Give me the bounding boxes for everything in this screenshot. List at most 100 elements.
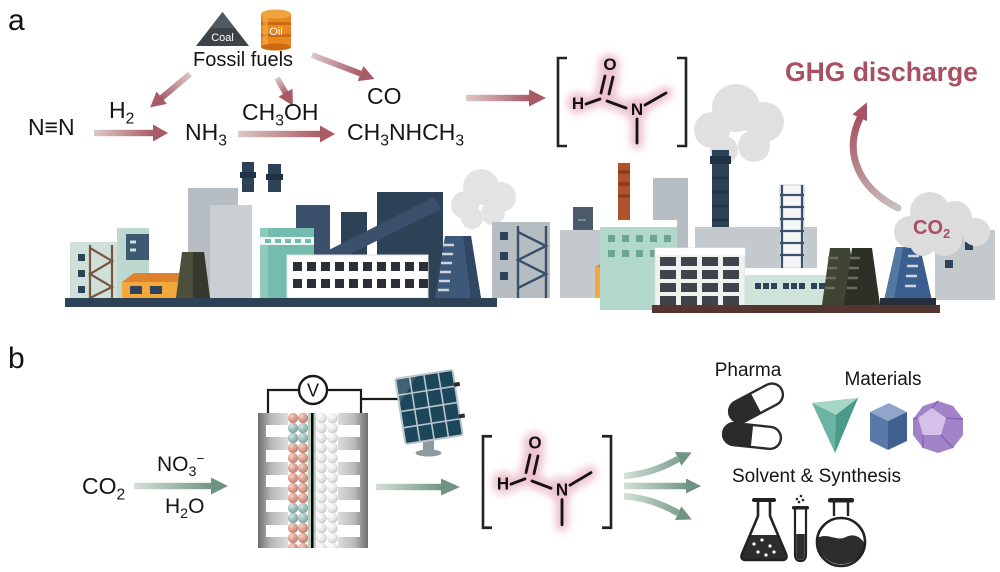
formula-nh3-sub: 3 [218,132,227,150]
cooling-tower-olive-left [176,252,210,298]
scaffold-tower [779,184,805,269]
branch-arrow-top [623,456,680,480]
panel-a-label: a [8,4,25,37]
formula-h2-sub: 2 [125,110,135,128]
chimney-navy-left [240,162,283,192]
dmf-molecule-a: H O N [556,54,688,150]
ghg-curved-arrow [849,102,902,212]
electrolyzer-cell [258,413,368,548]
arrow-n2-nh3 [94,124,168,142]
capsule-icon [721,421,783,451]
arrow-to-molecule-a [466,89,546,107]
arrow-cell-molecule [376,478,460,496]
test-tube-icon [792,494,809,563]
voltmeter-label: V [307,381,319,401]
branch-arrows [623,452,701,520]
branch-arrow-bottom [623,492,680,516]
ground-bar-right [652,305,940,313]
smoke-cloud-large [694,84,784,164]
electrode-right-channels [338,425,360,537]
atom-n: N [556,479,568,499]
solvent-synthesis-label: Solvent & Synthesis [732,466,901,487]
membrane-highlight [311,413,314,548]
pharma-capsules-icon [721,382,785,451]
erlenmeyer-flask-icon [740,498,788,562]
oil-barrel-icon: Oil [261,9,291,51]
coal-label: Coal [211,32,234,44]
building-truss-gray [492,222,550,298]
tetrahedron-icon [812,398,858,453]
bracket-right [602,434,613,530]
materials-shapes [812,398,964,453]
bracket-left [556,56,567,148]
formula-nh3: NH3 [185,119,227,151]
building-yellow [122,273,190,298]
h2o-b: O [188,495,205,518]
co2-sub: 2 [943,226,950,241]
molecule-bonds [509,453,593,527]
panel-b-label: b [8,342,25,375]
arrow-co2-cell [134,477,228,495]
oil-label: Oil [269,26,282,38]
chimney-brick [618,163,630,223]
formula-h2: H2 [109,97,134,129]
dmf-molecule-b: H O N [481,432,613,532]
wire-left [266,388,299,413]
ground-bar-left [65,298,497,307]
molecule-bonds [584,74,668,145]
building-gray-left [188,188,252,298]
arrow-to-ch3oh [274,76,293,106]
formula-nh3-base: NH [185,119,219,145]
co2-cloud-text: CO2 [913,217,950,241]
formula-dma-a-sub: 3 [380,132,389,150]
no3-sub: 3 [188,464,197,481]
catalyst-spheres-teal-top [288,423,308,443]
cube-icon [870,403,907,450]
co2-cloud: CO2 [894,192,990,256]
pharma-label: Pharma [714,360,782,381]
cooling-towers-olive-right [822,248,880,305]
coal-icon: Coal [196,12,249,46]
materials-label: Materials [844,369,922,390]
formula-dma-a: CH [347,119,381,145]
factory-illustration [65,84,995,313]
formula-co: CO [367,83,402,109]
arrow-to-h2 [150,71,192,108]
formula-ch3oh-b: OH [283,99,319,125]
atom-h: H [497,473,509,493]
electrolyzer-apparatus: V [258,369,466,548]
wire-right [327,388,363,413]
formula-dma-b: NHCH [388,119,456,145]
anode-spheres-gray [316,413,338,548]
formula-h2-base: H [109,97,126,123]
electrode-left-channels [266,425,288,537]
formula-ch3oh: CH3OH [242,99,318,131]
capsule-icon [727,382,785,424]
catalyst-spheres-teal-bottom [288,503,308,523]
co2-b-base: CO [82,473,117,499]
ghg-discharge-label: GHG discharge [785,57,978,87]
no3-base: NO [157,453,189,476]
no3-sup: − [196,451,205,466]
building-white-grid [286,254,429,299]
formula-ch3oh-a: CH [242,99,276,125]
warehouse-white-grid [654,247,746,311]
atom-o: O [528,432,541,452]
formula-dma: CH3NHCH3 [347,119,464,151]
smoke-cloud [451,169,516,229]
solar-panel-icon [394,369,466,457]
formula-no3: NO3− [157,451,204,480]
cooling-tower-blue-right [880,247,936,305]
fossil-fuels-caption: Fossil fuels [192,49,294,71]
atom-n: N [631,100,643,119]
formula-ch3oh-sub: 3 [275,112,284,130]
h2o-a: H [165,495,181,518]
atom-o: O [603,55,616,74]
cloud-puffs [894,192,990,256]
dodecahedron-icon [912,400,964,453]
building-mint-left [70,242,118,299]
arrow-nh3-dma [238,125,335,143]
voltmeter-icon [297,374,329,406]
bracket-right [677,56,688,148]
